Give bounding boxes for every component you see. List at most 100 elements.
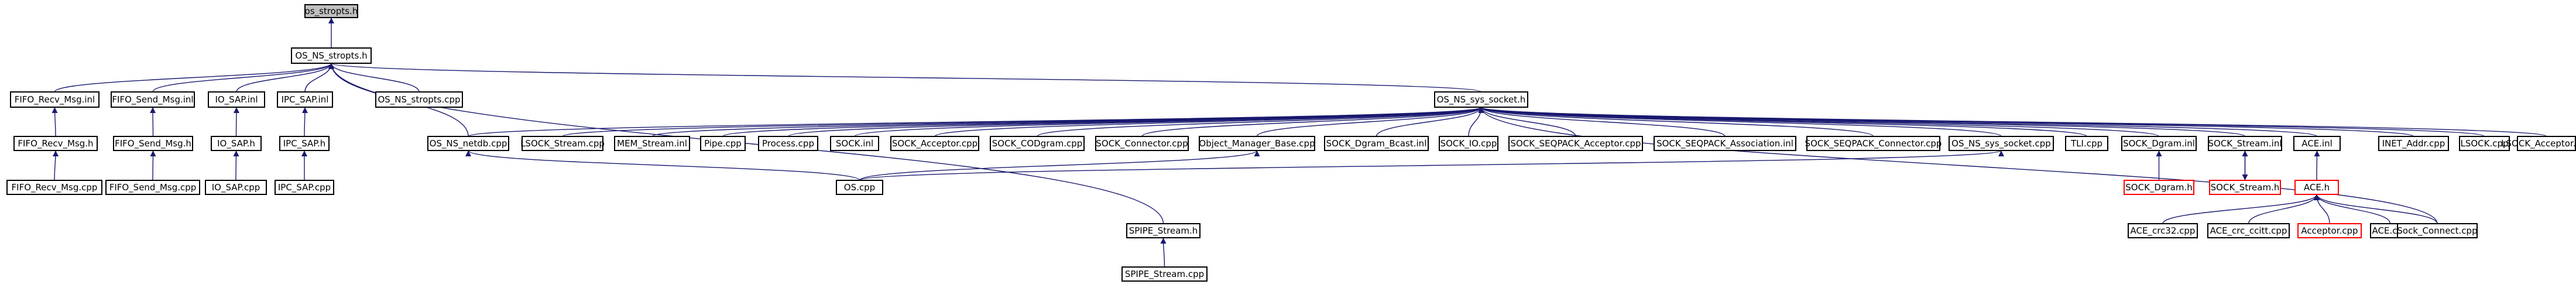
edge-os_ns_sys_socket_cpp-to-os_ns_sys_socket_h: [1478, 107, 2002, 137]
edge-os_ns_sys_socket_h-to-os_ns_stropts_h: [328, 63, 1482, 93]
node-sock-connector-cpp[interactable]: SOCK_Connector.cpp: [1095, 136, 1189, 151]
node-label: SOCK_IO.cpp: [1440, 138, 1497, 149]
node-box: [275, 180, 334, 195]
edge-sock_seqpack_connector_cpp-to-os_ns_sys_socket_h: [1478, 107, 1874, 137]
edge-os_ns_stropts_cpp-to-os_ns_stropts_h: [328, 63, 420, 93]
node-ace-h[interactable]: ACE.h: [2294, 180, 2339, 195]
node-label: Object_Manager_Base.cpp: [1199, 138, 1315, 149]
edge-ace_cpp-to-ace_h: [2314, 194, 2391, 224]
node-fifo-send-msg-h[interactable]: FIFO_Send_Msg.h: [113, 136, 193, 151]
node-label: SOCK_Stream.h: [2211, 182, 2280, 193]
node-fifo-recv-msg-inl[interactable]: FIFO_Recv_Msg.inl: [10, 91, 100, 108]
node-label: OS.cpp: [844, 182, 875, 193]
node-fifo-send-msg-cpp[interactable]: FIFO_Send_Msg.cpp: [105, 180, 200, 195]
node-label: OS_NS_sys_socket.cpp: [1951, 138, 2051, 149]
node-spipe-stream-h[interactable]: SPIPE_Stream.h: [1126, 223, 1200, 238]
edge-sock_connector_cpp-to-os_ns_sys_socket_h: [1141, 107, 1484, 137]
node-box: [1095, 136, 1189, 151]
edge-sock_seqpack_acceptor_cpp-to-os_ns_sys_socket_h: [1478, 107, 1576, 137]
node-label: SOCK_SEQPACK_Connector.cpp: [1805, 138, 1942, 149]
node-label: SPIPE_Stream.cpp: [1125, 269, 1204, 280]
node-sock-dgram-inl[interactable]: SOCK_Dgram.inl: [2121, 136, 2197, 151]
node-lsock-cpp[interactable]: LSOCK.cpp: [2459, 136, 2510, 151]
edge-io_sap_h-to-io_sap_inl: [233, 107, 239, 137]
node-ace-crc-ccitt-cpp[interactable]: ACE_crc_ccitt.cpp: [2207, 223, 2290, 238]
node-object-manager-base-cpp[interactable]: Object_Manager_Base.cpp: [1199, 136, 1315, 151]
node-box: [2128, 223, 2198, 238]
node-os-ns-sys-socket-h[interactable]: OS_NS_sys_socket.h: [1434, 91, 1528, 108]
node-sock-dgram-h[interactable]: SOCK_Dgram.h: [2124, 180, 2194, 195]
node-box: [6, 180, 102, 195]
node-os-ns-stropts-h[interactable]: OS_NS_stropts.h: [291, 47, 372, 64]
node-box: [105, 180, 200, 195]
node-os-ns-netdb-cpp[interactable]: OS_NS_netdb.cpp: [427, 136, 509, 151]
edge-fifo_recv_msg_cpp-to-fifo_recv_msg_h: [52, 150, 59, 181]
node-box: [211, 136, 262, 151]
edge-os_cpp-to-object_manager_base_cpp: [859, 150, 1260, 181]
node-os-ns-sys-socket-cpp[interactable]: OS_NS_sys_socket.cpp: [1949, 136, 2054, 151]
node-sock-stream-inl[interactable]: SOCK_Stream.inl: [2208, 136, 2282, 151]
node-label: os_stropts.h: [305, 6, 358, 17]
node-box: [2517, 136, 2576, 151]
node-box: [2397, 223, 2478, 238]
node-sock-acceptor-cpp[interactable]: SOCK_Acceptor.cpp: [890, 136, 979, 151]
node-fifo-recv-msg-cpp[interactable]: FIFO_Recv_Msg.cpp: [6, 180, 102, 195]
node-io-sap-h[interactable]: IO_SAP.h: [211, 136, 262, 151]
node-label: Acceptor.cpp: [2301, 225, 2358, 236]
node-io-sap-cpp[interactable]: IO_SAP.cpp: [205, 180, 267, 195]
node-os-ns-stropts-cpp[interactable]: OS_NS_stropts.cpp: [375, 91, 463, 108]
node-label: FIFO_Recv_Msg.cpp: [12, 182, 98, 193]
node-label: FIFO_Recv_Msg.h: [18, 138, 93, 149]
node-ace-inl[interactable]: ACE.inl: [2293, 136, 2341, 151]
node-ipc-sap-inl[interactable]: IPC_SAP.inl: [277, 91, 333, 108]
node-fifo-recv-msg-h[interactable]: FIFO_Recv_Msg.h: [13, 136, 98, 151]
edges-layer: [52, 18, 2547, 268]
node-sock-codgram-cpp[interactable]: SOCK_CODgram.cpp: [990, 136, 1085, 151]
node-sock-io-cpp[interactable]: SOCK_IO.cpp: [1439, 136, 1498, 151]
node-ipc-sap-cpp[interactable]: IPC_SAP.cpp: [275, 180, 334, 195]
edge-sock_acceptor_cpp-to-os_ns_sys_socket_h: [934, 107, 1484, 137]
node-label: IO_SAP.cpp: [212, 182, 260, 193]
node-label: SOCK_Dgram_Bcast.inl: [1326, 138, 1427, 149]
node-os-cpp[interactable]: OS.cpp: [836, 180, 883, 195]
node-sock-seqpack-connector-cpp[interactable]: SOCK_SEQPACK_Connector.cpp: [1805, 136, 1942, 151]
node-lsock-stream-cpp[interactable]: LSOCK_Stream.cpp: [520, 136, 605, 151]
node-sock-seqpack-association-inl[interactable]: SOCK_SEQPACK_Association.inl: [1654, 136, 1796, 151]
node-sock-stream-h[interactable]: SOCK_Stream.h: [2209, 180, 2281, 195]
node-sock-connect-cpp[interactable]: Sock_Connect.cpp: [2397, 223, 2478, 238]
node-label: TLI.cpp: [2070, 138, 2102, 149]
node-label: ACE_crc_ccitt.cpp: [2210, 225, 2287, 237]
node-box: [1949, 136, 2054, 151]
node-tli-cpp[interactable]: TLI.cpp: [2065, 136, 2108, 151]
node-sock-seqpack-acceptor-cpp[interactable]: SOCK_SEQPACK_Acceptor.cpp: [1508, 136, 1643, 151]
node-acceptor-cpp[interactable]: Acceptor.cpp: [2297, 223, 2362, 238]
node-ace-crc32-cpp[interactable]: ACE_crc32.cpp: [2128, 223, 2198, 238]
node-box: [2294, 180, 2339, 195]
node-ipc-sap-h[interactable]: IPC_SAP.h: [279, 136, 330, 151]
node-label: ACE.inl: [2301, 138, 2333, 149]
node-process-cpp[interactable]: Process.cpp: [758, 136, 818, 151]
node-sock-dgram-bcast-inl[interactable]: SOCK_Dgram_Bcast.inl: [1324, 136, 1429, 151]
node-box: [1199, 136, 1315, 151]
edge-acceptor_cpp-to-ace_h: [2314, 194, 2330, 224]
nodes-layer: os_stropts.hOS_NS_stropts.hFIFO_Recv_Msg…: [6, 4, 2576, 282]
edge-ace_crc_ccitt_cpp-to-ace_h: [2248, 194, 2320, 224]
node-inet-addr-cpp[interactable]: INET_Addr.cpp: [2378, 136, 2449, 151]
node-box: [113, 136, 193, 151]
edge-lsock_stream_cpp-to-os_ns_sys_socket_h: [562, 107, 1484, 137]
node-fifo-send-msg-inl[interactable]: FIFO_Send_Msg.inl: [111, 91, 195, 108]
node-mem-stream-inl[interactable]: MEM_Stream.inl: [614, 136, 690, 151]
node-spipe-stream-cpp[interactable]: SPIPE_Stream.cpp: [1121, 266, 1208, 282]
node-label: IPC_SAP.h: [283, 138, 326, 149]
edge-fifo_recv_msg_inl-to-os_ns_stropts_h: [54, 63, 334, 93]
node-label: INET_Addr.cpp: [2382, 138, 2445, 149]
node-os-stropts-h[interactable]: os_stropts.h: [304, 4, 358, 18]
edge-io_sap_inl-to-os_ns_stropts_h: [236, 63, 334, 93]
node-box: [2297, 223, 2362, 238]
node-lsock-acceptor-cpp[interactable]: LSOCK_Acceptor.cpp: [2501, 136, 2576, 151]
node-pipe-cpp[interactable]: Pipe.cpp: [700, 136, 746, 151]
node-io-sap-inl[interactable]: IO_SAP.inl: [208, 91, 265, 108]
edge-os_cpp-to-os_ns_sys_socket_cpp: [859, 150, 2004, 181]
node-label: LSOCK_Stream.cpp: [520, 138, 605, 149]
node-sock-inl[interactable]: SOCK.inl: [830, 136, 879, 151]
